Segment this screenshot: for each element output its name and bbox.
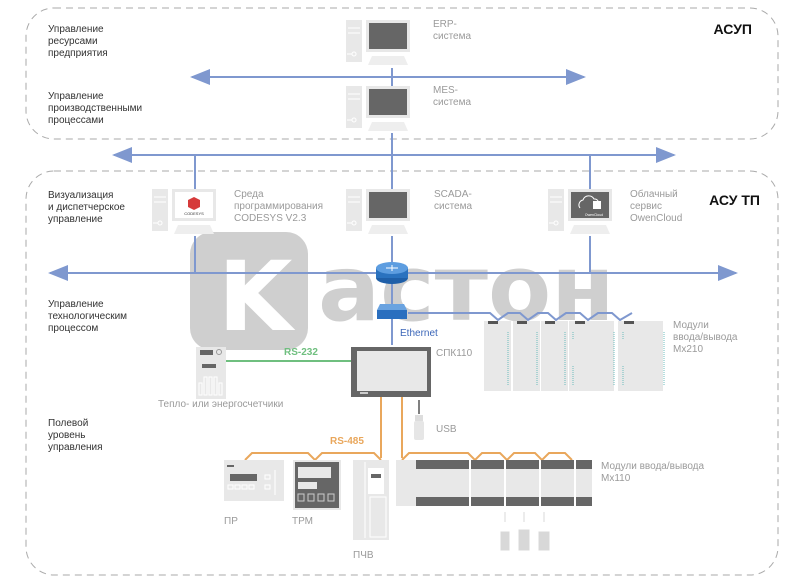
svg-text:сервис: сервис (630, 201, 662, 212)
usb-label: USB (436, 424, 457, 435)
svg-text:SCADA-: SCADA- (434, 189, 472, 200)
ethernet-label: Ethernet (400, 328, 438, 339)
svg-text:управления: управления (48, 442, 103, 453)
svg-text:процессом: процессом (48, 323, 98, 334)
svg-text:ресурсами: ресурсами (48, 36, 98, 47)
svg-text:система: система (434, 201, 472, 212)
asup-label: АСУП (714, 21, 752, 37)
erp-computer-icon (345, 19, 411, 66)
watermark-k: K (218, 241, 296, 353)
usb-stick-icon (414, 400, 424, 440)
svg-text:уровень: уровень (48, 430, 86, 441)
level-scada: Визуализация и диспетчерское управление (48, 190, 125, 225)
asutp-label: АСУ ТП (709, 192, 760, 208)
svg-text:ввода/вывода: ввода/вывода (673, 332, 738, 343)
svg-text:OwenCloud: OwenCloud (585, 213, 603, 217)
mx110-modules-icon (396, 460, 592, 506)
svg-text:управление: управление (48, 214, 103, 225)
asutp-zone (25, 170, 779, 576)
scada-label: SCADA- система (434, 189, 472, 212)
svg-text:производственными: производственными (48, 103, 142, 114)
watermark: K астон (190, 232, 615, 353)
svg-text:Управление: Управление (48, 24, 104, 35)
router-icon (376, 262, 408, 284)
pr-label: ПР (224, 516, 238, 527)
asup-zone (25, 7, 779, 140)
svg-text:и диспетчерское: и диспетчерское (48, 202, 125, 213)
level-erp: Управление ресурсами предприятия (48, 24, 108, 59)
svg-text:CODESYS: CODESYS (184, 211, 204, 216)
svg-text:программирования: программирования (234, 201, 323, 212)
svg-text:Облачный: Облачный (630, 188, 678, 200)
svg-text:Управление: Управление (48, 299, 104, 310)
rs485-label: RS-485 (330, 436, 364, 447)
spk110-panel-icon (351, 347, 431, 397)
svg-text:Управление: Управление (48, 91, 104, 102)
actuators-icon (500, 512, 550, 551)
trm-device-icon (293, 460, 341, 510)
svg-text:предприятия: предприятия (48, 48, 108, 59)
mes-computer-icon (345, 85, 411, 132)
svg-text:MES-: MES- (433, 85, 458, 96)
svg-text:Модули ввода/вывода: Модули ввода/вывода (601, 461, 705, 472)
cloud-label: Облачный сервис OwenCloud (630, 188, 682, 224)
svg-text:Полевой: Полевой (48, 418, 88, 429)
trm-label: ТРМ (292, 516, 313, 527)
codesys-label: Среда программирования CODESYS V2.3 (234, 189, 323, 224)
svg-text:OwenCloud: OwenCloud (630, 213, 682, 224)
svg-text:система: система (433, 97, 471, 108)
scada-computer-icon (345, 188, 411, 235)
erp-label: ERP- система (433, 19, 471, 42)
energy-meters-label: Тепло- или энергосчетчики (158, 399, 283, 410)
spk110-label: СПК110 (436, 348, 473, 359)
svg-text:система: система (433, 31, 471, 42)
mx210-label: Модули ввода/вывода Мх210 (673, 320, 738, 355)
pr-device-icon (224, 460, 284, 501)
svg-text:ERP-: ERP- (433, 19, 457, 30)
svg-text:Модули: Модули (673, 320, 709, 331)
svg-text:процессами: процессами (48, 115, 104, 126)
rs232-label: RS-232 (284, 347, 318, 358)
svg-text:Мх110: Мх110 (601, 473, 631, 484)
pchv-label: ПЧВ (353, 550, 374, 561)
level-mes: Управление производственными процессами (48, 91, 142, 126)
svg-text:Среда: Среда (234, 189, 264, 200)
mes-label: MES- система (433, 85, 471, 108)
switch-icon (377, 304, 407, 319)
svg-text:Визуализация: Визуализация (48, 190, 113, 201)
svg-text:технологическим: технологическим (48, 311, 127, 322)
level-control: Управление технологическим процессом (48, 299, 127, 334)
svg-text:Мх210: Мх210 (673, 344, 703, 355)
mx110-label: Модули ввода/вывода Мх110 (601, 461, 705, 484)
owencloud-logo-icon: OwenCloud (578, 195, 603, 217)
svg-text:CODESYS V2.3: CODESYS V2.3 (234, 213, 307, 224)
energy-meter-icon (196, 347, 226, 399)
rs485-network (244, 397, 573, 462)
pchv-device-icon (353, 460, 389, 540)
mx210-modules-icon (484, 321, 665, 391)
cloud-computer-icon (547, 188, 613, 235)
level-field: Полевой уровень управления (48, 418, 103, 453)
